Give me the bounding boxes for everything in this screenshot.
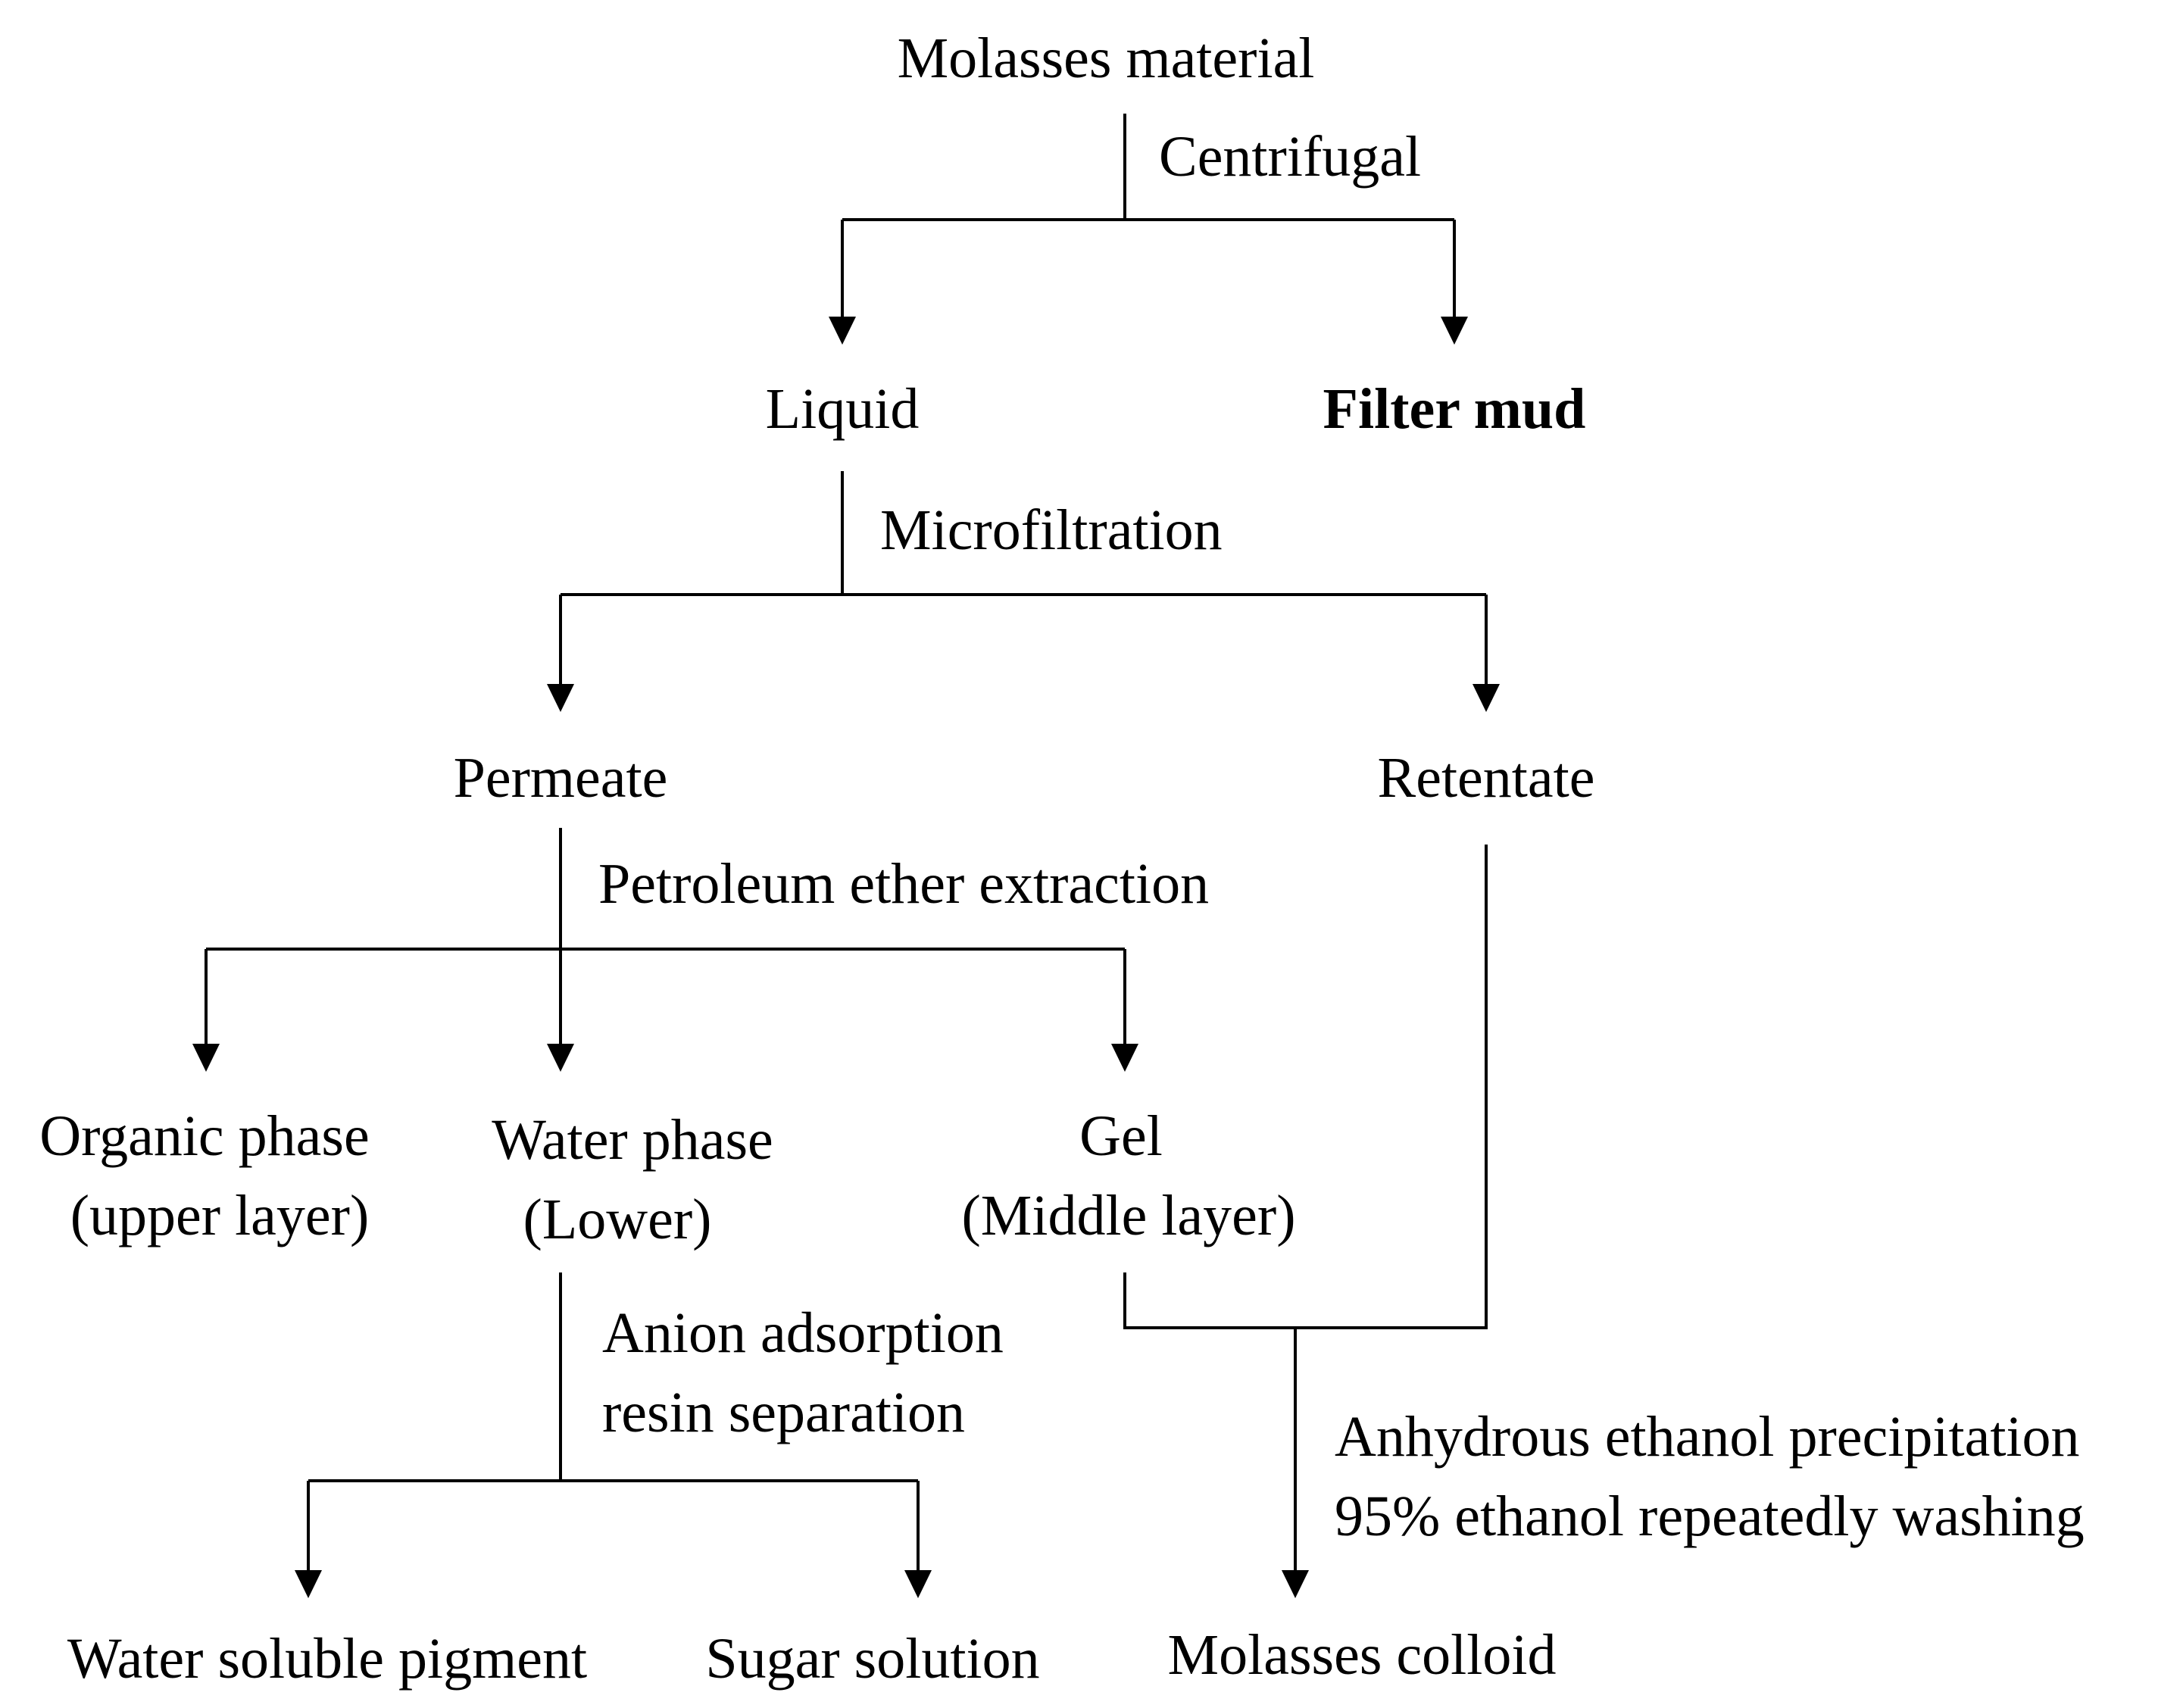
arrow-to-permeate <box>547 684 574 712</box>
node-water-phase-sub: (Lower) <box>523 1188 712 1251</box>
connector-anion-resin <box>307 1272 920 1572</box>
connector-microfiltration <box>559 471 1488 685</box>
arrow-to-sugar-solution <box>904 1570 932 1598</box>
connector-ethanol <box>1123 845 1488 1572</box>
arrow-to-water-soluble-pigment <box>295 1570 322 1598</box>
step-anion-adsorption: Anion adsorption <box>602 1301 1004 1365</box>
node-liquid: Liquid <box>766 377 920 441</box>
arrow-to-gel <box>1111 1044 1138 1072</box>
node-water-phase: Water phase <box>492 1108 773 1172</box>
arrow-to-filter-mud <box>1441 317 1468 345</box>
connector-petroleum-ether <box>205 828 1126 1045</box>
node-water-soluble-pigment: Water soluble pigment <box>67 1627 587 1691</box>
node-sugar-solution: Sugar solution <box>705 1627 1039 1691</box>
node-molasses-colloid: Molasses colloid <box>1168 1623 1557 1687</box>
node-organic-phase-sub: (upper layer) <box>70 1184 370 1247</box>
arrow-to-water-phase <box>547 1044 574 1072</box>
node-molasses-material: Molasses material <box>898 27 1315 90</box>
step-ethanol-washing: 95% ethanol repeatedly washing <box>1335 1485 2085 1548</box>
node-filter-mud: Filter mud <box>1323 377 1586 441</box>
arrow-to-liquid <box>829 317 856 345</box>
step-petroleum-ether: Petroleum ether extraction <box>598 852 1209 916</box>
node-gel-sub: (Middle layer) <box>961 1184 1295 1247</box>
node-permeate: Permeate <box>454 746 668 810</box>
step-microfiltration: Microfiltration <box>880 498 1223 562</box>
node-retentate: Retentate <box>1378 746 1595 810</box>
arrow-to-retentate <box>1473 684 1500 712</box>
step-centrifugal: Centrifugal <box>1159 125 1421 189</box>
arrow-to-molasses-colloid <box>1282 1570 1309 1598</box>
node-gel: Gel <box>1079 1104 1163 1168</box>
step-ethanol-precipitation: Anhydrous ethanol precipitation <box>1335 1405 2080 1469</box>
connector-centrifugal <box>841 114 1456 318</box>
step-resin-separation: resin separation <box>602 1381 965 1444</box>
arrow-to-organic-phase <box>192 1044 220 1072</box>
node-organic-phase: Organic phase <box>39 1104 369 1168</box>
